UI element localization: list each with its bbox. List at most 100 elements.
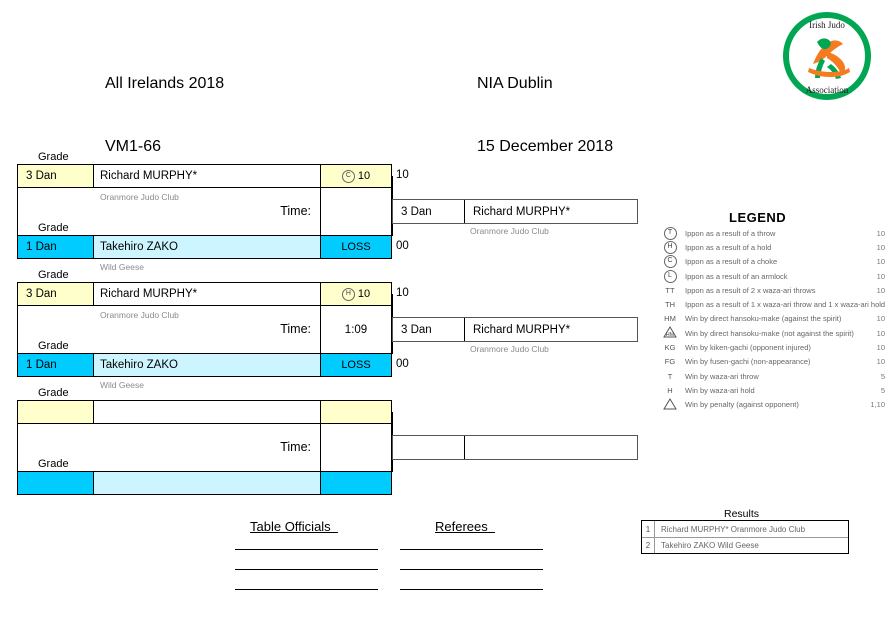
grade-label: Grade [38, 387, 69, 399]
table-officials-signature-line[interactable] [235, 549, 378, 550]
result-rank: 1 [642, 521, 655, 537]
match-2-time-value[interactable]: 1:09 [321, 306, 392, 354]
referees-signature-line[interactable] [400, 589, 543, 590]
irish-judo-association-logo: Irish Judo Association [783, 12, 871, 100]
legend-symbol-text: FG [664, 357, 676, 367]
match-2-white-row[interactable]: 3 Dan Richard MURPHY* H 10 [17, 282, 392, 306]
time-label: Time: [18, 424, 321, 472]
winner-grade: 3 Dan [393, 318, 465, 341]
legend-symbol-text: KG [664, 343, 676, 353]
match-1-white-outer-score: 10 [396, 169, 409, 181]
event-category: VM1-66 [105, 138, 162, 155]
legend-points: 10 [876, 314, 885, 324]
legend-points: 1,10 [870, 400, 885, 410]
time-label: Time: [18, 188, 321, 236]
legend-description: Ippon as a result of 1 x waza-ari throw … [685, 300, 886, 310]
legend-points: 10 [876, 285, 885, 295]
legend-circle-h-icon: H [655, 240, 685, 254]
referees-signature-line[interactable] [400, 549, 543, 550]
match-1-blue-row[interactable]: 1 Dan Takehiro ZAKO LOSS [17, 235, 392, 259]
result-rank: 2 [642, 538, 655, 553]
competitor-name: Takehiro ZAKO [94, 354, 321, 376]
grade-label: Grade [38, 269, 69, 281]
match-3-time-value[interactable] [321, 424, 392, 472]
score-cell: C 10 [321, 165, 392, 187]
logo-text-bottom: Association [806, 85, 849, 95]
legend-points: 10 [876, 257, 885, 267]
legend-description: Win by direct hansoku-make (against the … [685, 314, 842, 324]
competitor-name [94, 472, 321, 494]
legend-row: Win by penalty (against opponent) 1,10 [655, 397, 885, 412]
match-1-blue-outer-score: 00 [396, 240, 409, 252]
legend-points: 10 [876, 271, 885, 281]
venue-header: NIA Dublin 15 December 2018 [477, 31, 613, 178]
legend-row: TT Ippon as a result of 2 x waza-ari thro… [655, 283, 885, 297]
match-3-time-area: Time: [17, 424, 392, 472]
match-2-blue-outer-score: 00 [396, 358, 409, 370]
referees-signature-line[interactable] [400, 569, 543, 570]
table-officials-signature-line[interactable] [235, 589, 378, 590]
legend-circle-t-icon: T [655, 226, 685, 240]
competitor-grade: 3 Dan [18, 283, 94, 305]
grade-label: Grade [38, 458, 69, 470]
match-3-white-row[interactable] [17, 400, 392, 424]
legend-symbol-text: H [667, 385, 673, 395]
winner-grade: 3 Dan [393, 200, 465, 223]
match-3-blue-row[interactable] [17, 471, 392, 495]
event-header: All Irelands 2018 VM1-66 [105, 31, 224, 178]
winner-club: Oranmore Judo Club [470, 226, 549, 236]
venue-name: NIA Dublin [477, 75, 553, 92]
match-1-white-row[interactable]: 3 Dan Richard MURPHY* C 10 [17, 164, 392, 188]
legend-triangle-icon [655, 397, 685, 412]
legend-symbol-text: TH [665, 300, 675, 310]
legend-points: 10 [876, 228, 885, 238]
legend-circle-c-icon: C [655, 255, 685, 269]
legend-symbol-text: TT [665, 285, 675, 295]
winner-box-1[interactable]: 3 Dan Richard MURPHY* [392, 199, 638, 224]
legend-description: Win by penalty (against opponent) [685, 400, 799, 410]
score-symbol-icon: C [341, 169, 355, 183]
legend-points: 5 [880, 371, 885, 381]
competitor-club: Wild Geese [100, 380, 144, 390]
result-name: Takehiro ZAKO Wild Geese [661, 541, 759, 550]
event-date: 15 December 2018 [477, 138, 614, 155]
match-2-blue-row[interactable]: 1 Dan Takehiro ZAKO LOSS [17, 353, 392, 377]
competitor-name: Richard MURPHY* [94, 283, 321, 305]
grade-label: Grade [38, 222, 69, 234]
legend-circle-l-icon: L [655, 269, 685, 283]
legend-symbol-text: T [667, 371, 673, 381]
winner-name: Richard MURPHY* [473, 205, 571, 218]
score-value: 10 [357, 170, 371, 182]
match-2-time-area: Time: 1:09 [17, 306, 392, 354]
legend-row: TH Ippon as a result of 1 x waza-ari thro… [655, 297, 885, 311]
legend-description: Win by direct hansoku-make (not against … [685, 328, 854, 338]
time-label: Time: [18, 306, 321, 354]
result-name: Richard MURPHY* Oranmore Judo Club [661, 524, 806, 534]
table-officials-signature-line[interactable] [235, 569, 378, 570]
score-cell [321, 472, 392, 494]
winner-box-2[interactable]: 3 Dan Richard MURPHY* [392, 317, 638, 342]
winner-box-3[interactable] [392, 435, 638, 460]
legend-description: Ippon as a result of a choke [685, 257, 778, 267]
legend-description: Ippon as a result of 2 x waza-ari throws [685, 285, 816, 295]
legend-points: 10 [876, 242, 885, 252]
results-row: 1 Richard MURPHY* Oranmore Judo Club [642, 521, 848, 537]
grade-label: Grade [38, 340, 69, 352]
score-cell: LOSS [321, 354, 392, 376]
competitor-club: Oranmore Judo Club [100, 192, 179, 202]
referees-label: Referees [435, 519, 495, 534]
competitor-name [94, 401, 321, 423]
score-value: 10 [357, 288, 371, 300]
logo-text-top: Irish Judo [809, 20, 845, 30]
results-row: 2 Takehiro ZAKO Wild Geese [642, 537, 848, 553]
results-title: Results [724, 508, 760, 520]
legend-points: 10 [876, 357, 885, 367]
match-1-time-value[interactable] [321, 188, 392, 236]
